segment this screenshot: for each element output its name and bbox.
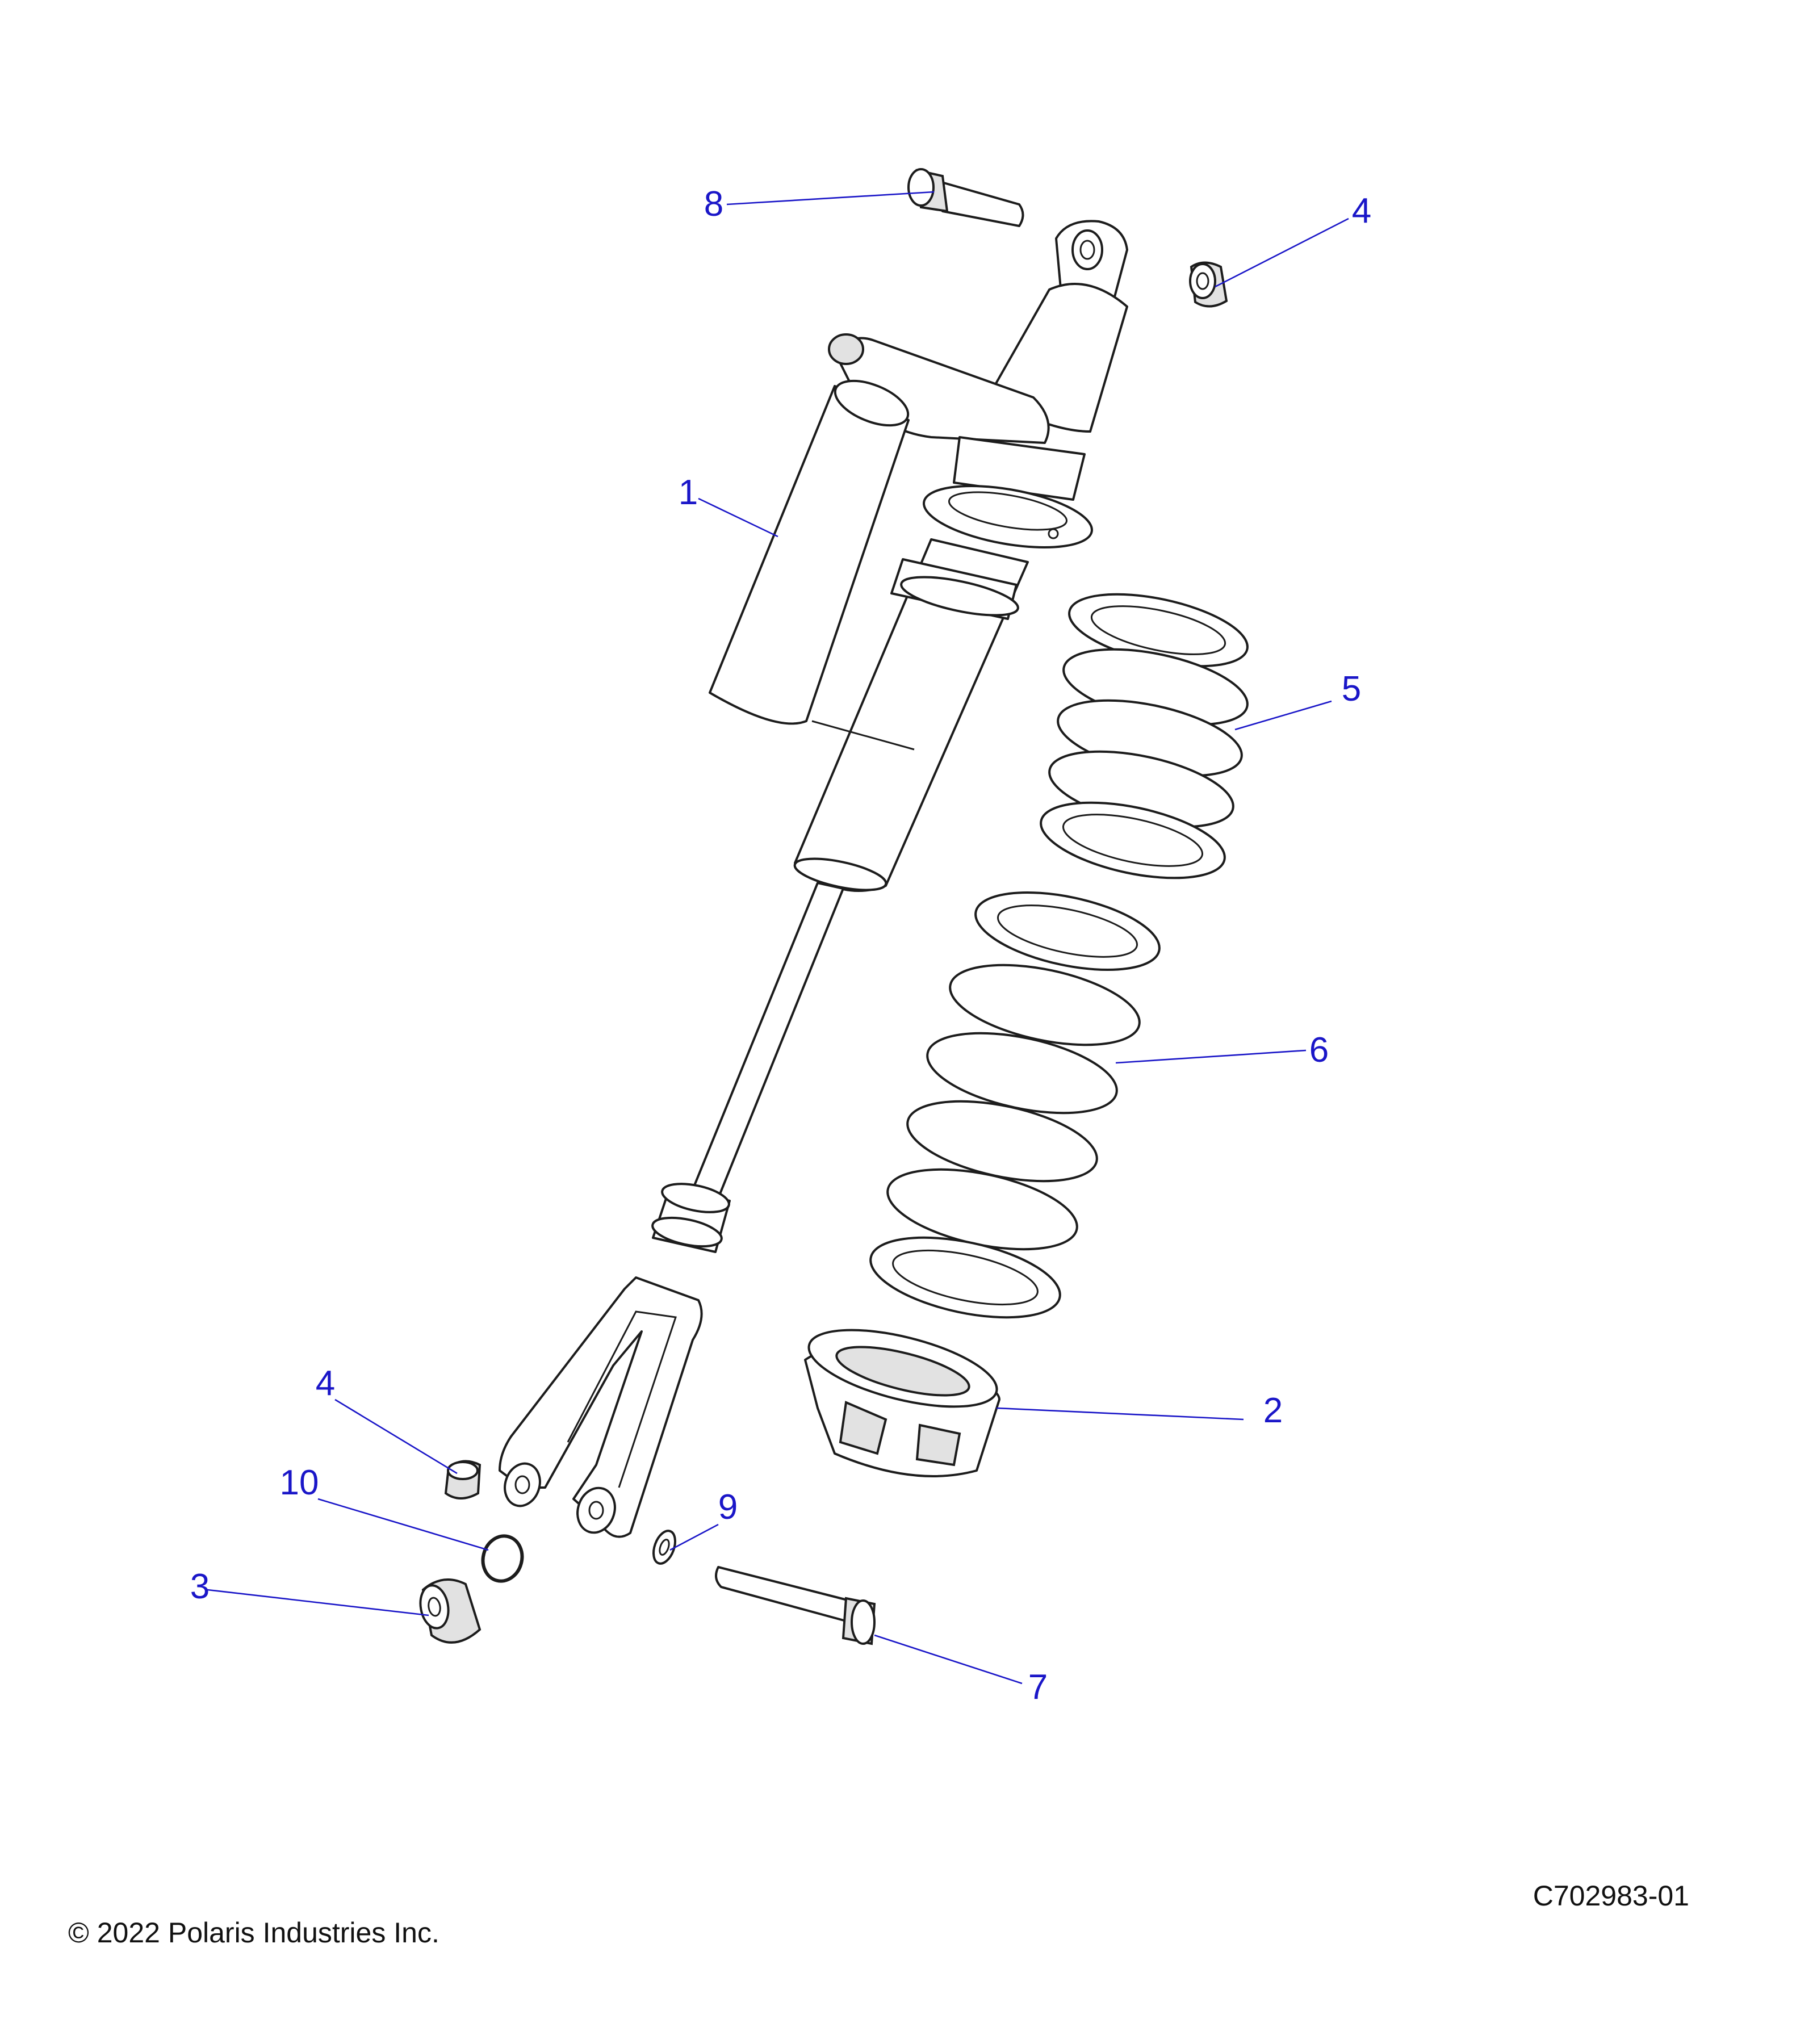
callout-2: 2 — [1263, 1391, 1283, 1430]
callout-3: 3 — [190, 1567, 210, 1606]
callout-1: 1 — [678, 473, 698, 512]
leader-2 — [996, 1407, 1244, 1421]
part-lower-nut — [444, 1460, 482, 1500]
leader-10 — [317, 1498, 489, 1551]
leader-7 — [874, 1634, 1023, 1685]
leader-8 — [726, 191, 935, 206]
part-snap-ring — [481, 1534, 524, 1583]
leader-6 — [1115, 1049, 1307, 1064]
leader-lines — [207, 191, 1349, 1685]
callout-8: 8 — [704, 185, 724, 224]
part-lower-bolt — [715, 1566, 876, 1645]
part-lower-spring — [869, 891, 1161, 1319]
copyright-notice: © 2022 Polaris Industries Inc. — [68, 1917, 439, 1949]
callout-7: 7 — [1028, 1668, 1048, 1707]
leader-5 — [1234, 700, 1332, 731]
part-upper-nut — [1189, 261, 1228, 308]
part-spring-retainer — [804, 1329, 1000, 1477]
callout-6: 6 — [1309, 1031, 1329, 1070]
callout-5: 5 — [1341, 669, 1362, 709]
part-upper-spring — [1040, 593, 1249, 879]
callout-9: 9 — [718, 1488, 738, 1527]
part-washer — [652, 1530, 676, 1565]
leader-3 — [207, 1589, 429, 1616]
part-top-bolt — [907, 168, 1024, 227]
leader-1 — [698, 497, 778, 538]
callout-10: 10 — [279, 1463, 319, 1502]
leader-4b — [334, 1398, 458, 1475]
part-shock-absorber — [499, 220, 1128, 1538]
part-bushing — [419, 1578, 482, 1644]
leader-4a — [1215, 217, 1349, 288]
drawing-code: C702983-01 — [1533, 1880, 1689, 1912]
callout-4-lower: 4 — [315, 1364, 336, 1403]
callout-4-upper: 4 — [1351, 191, 1372, 231]
leader-9 — [669, 1523, 719, 1551]
